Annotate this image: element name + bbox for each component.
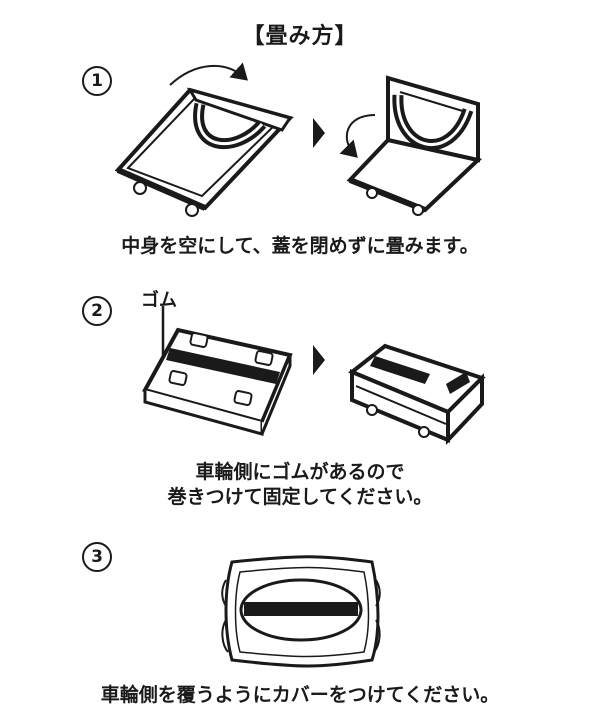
step-3-number: 3 — [82, 542, 112, 572]
step-2-number: 2 — [82, 296, 112, 326]
arrow-right-icon — [313, 118, 325, 148]
step-1-folded-cart-illustration — [339, 75, 483, 216]
step-2-caption-line1: 車輪側にゴムがあるので — [195, 461, 405, 483]
page-title: 【畳み方】 — [242, 24, 358, 49]
rubber-band — [166, 348, 280, 384]
fold-arrow-icon — [169, 62, 248, 86]
step-1-caption: 中身を空にして、蓋を閉めずに畳みます。 — [121, 235, 479, 257]
arrow-right-icon-2 — [313, 345, 325, 375]
step-2-folded-bundle-illustration — [348, 343, 486, 446]
fold-back-arrow-icon — [339, 114, 376, 158]
step-3-cover-illustration — [221, 555, 381, 668]
step-1-open-cart-illustration — [114, 62, 294, 217]
step-2-caption-line2: 巻きつけて固定してください。 — [167, 486, 433, 508]
step-3-caption: 車輪側を覆うようにカバーをつけてください。 — [100, 684, 500, 706]
rubber-band-3 — [244, 602, 358, 616]
step-2-wheel-side-illustration — [142, 306, 293, 436]
rubber-band-label: ゴム — [141, 290, 177, 311]
step-1-number: 1 — [82, 66, 112, 96]
